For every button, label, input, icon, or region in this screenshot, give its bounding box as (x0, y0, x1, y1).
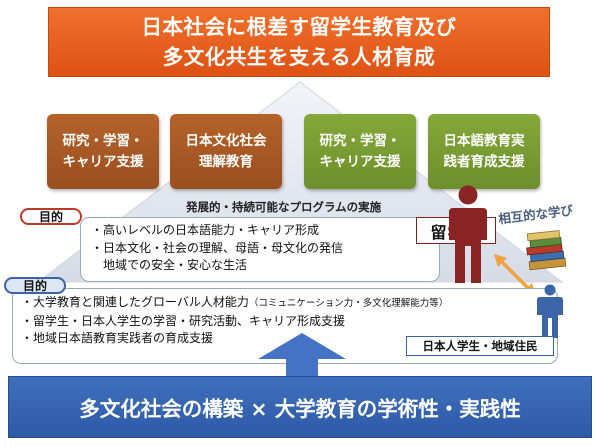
box-line: キャリア支援 (62, 153, 144, 170)
box-line: 研究・学習・ (319, 132, 401, 149)
purpose-2-item: ・地域日本語教育実践者の育成支援 (21, 330, 557, 348)
person-figure-blue (537, 284, 563, 338)
purpose-label-2: 目的 (4, 277, 66, 294)
purpose-2-item-main: ・大学教育と関連したグローバル人材能力 (21, 295, 249, 309)
box-line: 日本語教育実 (443, 132, 525, 149)
box-research-support-1: 研究・学習・ キャリア支援 (47, 114, 159, 189)
purpose-1-item: ・日本文化・社会の理解、母語・母文化の発信 (91, 240, 344, 255)
box-line: 日本文化社会 (185, 132, 267, 149)
box-line: キャリア支援 (319, 153, 401, 170)
purpose-box-1: ・高いレベルの日本語能力・キャリア形成 ・日本文化・社会の理解、母語・母文化の発… (80, 217, 440, 282)
person-figure-red (449, 185, 487, 283)
box-japanese-educator: 日本語教育実 践者育成支援 (428, 114, 540, 189)
title-line-2: 多文化共生を支える人材育成 (162, 45, 436, 69)
title-banner: 日本社会に根差す留学生教育及び 多文化共生を支える人材育成 (48, 7, 550, 77)
purpose-1-item: ・高いレベルの日本語能力・キャリア形成 (91, 223, 320, 237)
purpose-1-item: 地域での安全・安心な生活 (91, 258, 248, 272)
purpose-2-item-main: ・留学生・日本人学生の学習・研究活動、キャリア形成支援 (21, 313, 346, 328)
up-arrow (258, 333, 346, 379)
title-line-1: 日本社会に根差す留学生教育及び (141, 15, 457, 39)
purpose-2-item-main: ・地域日本語教育実践者の育成支援 (21, 331, 214, 345)
purpose-label-1: 目的 (20, 208, 82, 225)
box-line: 理解教育 (199, 153, 253, 170)
bottom-banner: 多文化社会の構築 × 大学教育の学術性・実践性 (8, 376, 592, 438)
box-line: 践者育成支援 (443, 153, 525, 170)
box-line: 研究・学習・ (62, 132, 144, 149)
purpose-2-item: ・大学教育と関連したグローバル人材能力（コミュニケーション力・多文化理解能力等） (21, 294, 557, 313)
local-residents-label: 日本人学生・地域住民 (406, 336, 554, 356)
books-icon (526, 230, 567, 271)
box-research-support-2: 研究・学習・ キャリア支援 (304, 114, 416, 189)
purpose-2-item: ・留学生・日本人学生の学習・研究活動、キャリア形成支援 (21, 313, 557, 331)
program-text: 発展的・持続可能なプログラムの実施 (186, 200, 382, 214)
purpose-2-item-note: （コミュニケーション力・多文化理解能力等） (248, 298, 449, 309)
box-japanese-culture: 日本文化社会 理解教育 (170, 114, 282, 189)
